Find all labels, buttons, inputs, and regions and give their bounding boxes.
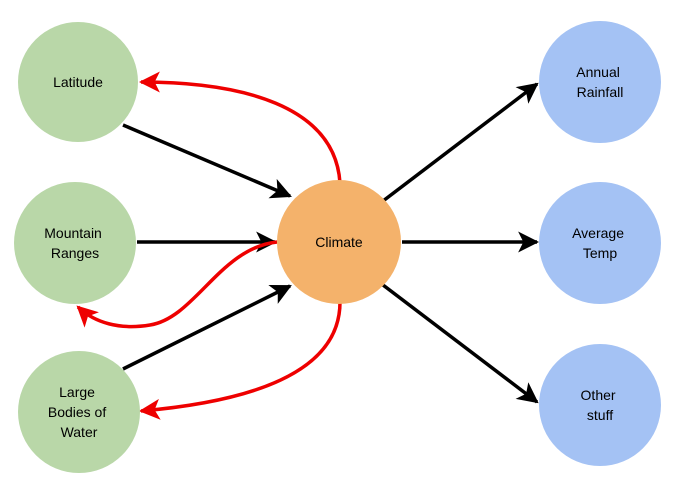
node-other-stuff-label-line: Other bbox=[581, 387, 616, 403]
node-large-bodies-of-water-label-line: Bodies of bbox=[48, 404, 106, 420]
node-climate: Climate bbox=[277, 180, 401, 304]
node-large-bodies-of-water: Large Bodies of Water bbox=[18, 351, 140, 473]
node-other-stuff-circle bbox=[539, 344, 661, 466]
node-latitude-circle bbox=[18, 22, 138, 142]
node-annual-rainfall: Annual Rainfall bbox=[539, 21, 661, 143]
node-mountain-ranges-circle bbox=[14, 182, 136, 304]
node-average-temp-circle bbox=[539, 182, 661, 304]
node-average-temp-label: Average Temp bbox=[572, 225, 628, 261]
node-average-temp: Average Temp bbox=[539, 182, 661, 304]
node-large-bodies-of-water-circle bbox=[18, 351, 140, 473]
node-average-temp-label-line: Temp bbox=[583, 245, 617, 261]
edge-latitude-to-climate bbox=[122, 123, 292, 199]
node-annual-rainfall-label: Annual Rainfall bbox=[576, 64, 623, 100]
feedback-climate-to-latitude bbox=[138, 71, 342, 184]
feedback-climate-to-mountain-ranges bbox=[76, 240, 278, 329]
node-mountain-ranges-label-line: Mountain bbox=[44, 225, 102, 241]
node-other-stuff-label-line: stuff bbox=[587, 407, 613, 423]
edge-climate-to-other-stuff bbox=[381, 283, 539, 404]
node-climate-circle bbox=[277, 180, 401, 304]
node-large-bodies-of-water-label: Large Bodies of Water bbox=[48, 384, 110, 440]
node-other-stuff: Other stuff bbox=[539, 344, 661, 466]
edges-red bbox=[76, 71, 342, 420]
feedback-climate-to-large-bodies-of-water bbox=[138, 301, 342, 420]
edge-climate-to-annual-rainfall bbox=[381, 82, 539, 203]
node-mountain-ranges: Mountain Ranges bbox=[14, 182, 136, 304]
node-annual-rainfall-circle bbox=[539, 21, 661, 143]
node-latitude-label: Latitude bbox=[53, 74, 103, 90]
nodes: Latitude Mountain Ranges Large Bodies of… bbox=[14, 21, 661, 473]
node-annual-rainfall-label-line: Rainfall bbox=[577, 84, 624, 100]
node-climate-label-line: Climate bbox=[315, 234, 363, 250]
node-other-stuff-label: Other stuff bbox=[581, 387, 620, 423]
node-mountain-ranges-label: Mountain Ranges bbox=[44, 225, 105, 261]
edge-large-bodies-of-water-to-climate bbox=[122, 284, 292, 371]
node-mountain-ranges-label-line: Ranges bbox=[51, 245, 99, 261]
node-large-bodies-of-water-label-line: Water bbox=[61, 424, 98, 440]
node-latitude: Latitude bbox=[18, 22, 138, 142]
node-average-temp-label-line: Average bbox=[572, 225, 624, 241]
edges-black bbox=[122, 82, 540, 404]
node-latitude-label-line: Latitude bbox=[53, 74, 103, 90]
node-climate-label: Climate bbox=[315, 234, 363, 250]
node-annual-rainfall-label-line: Annual bbox=[576, 64, 620, 80]
node-large-bodies-of-water-label-line: Large bbox=[59, 384, 95, 400]
